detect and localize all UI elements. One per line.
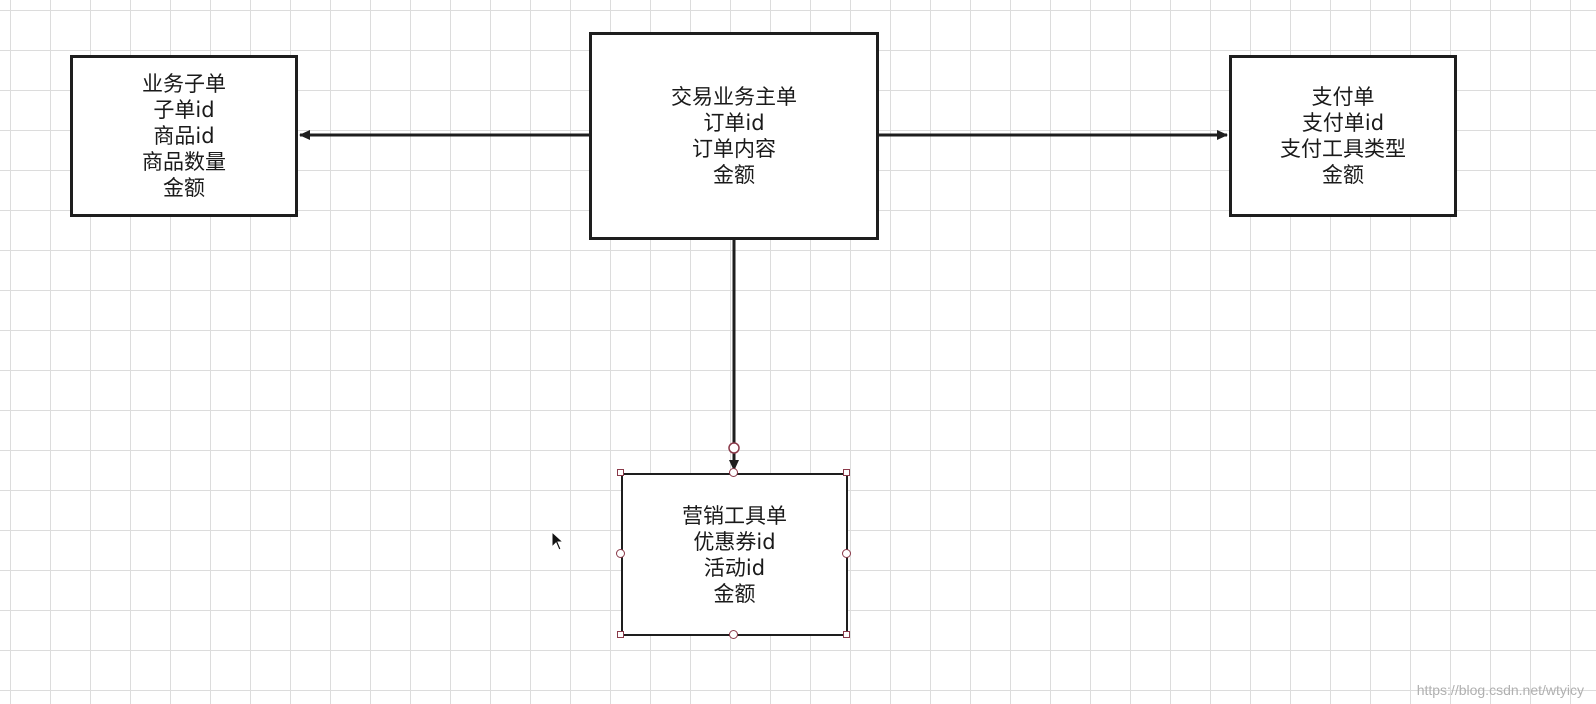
resize-handle-bottom[interactable] bbox=[729, 630, 738, 639]
marketing-order-field: 优惠券id bbox=[693, 529, 776, 554]
marketing-order-node[interactable]: 营销工具单 优惠券id 活动id 金额 bbox=[621, 473, 848, 636]
main-order-field: 订单id bbox=[703, 111, 765, 135]
mouse-pointer-icon bbox=[551, 531, 565, 551]
payment-order-field: 支付单id bbox=[1301, 111, 1385, 135]
resize-handle-top[interactable] bbox=[729, 468, 738, 477]
main-order-field: 订单内容 bbox=[692, 137, 776, 161]
marketing-order-field: 活动id bbox=[703, 555, 766, 580]
main-order-field: 金额 bbox=[713, 163, 755, 187]
payment-order-field: 支付工具类型 bbox=[1280, 137, 1406, 161]
resize-handle-top-left[interactable] bbox=[617, 469, 624, 476]
resize-handle-top-right[interactable] bbox=[843, 469, 850, 476]
sub-order-field: 金额 bbox=[163, 176, 205, 200]
payment-order-node[interactable]: 支付单 支付单id 支付工具类型 金额 bbox=[1229, 55, 1457, 217]
resize-handle-left[interactable] bbox=[616, 549, 625, 558]
sub-order-title: 业务子单 bbox=[142, 72, 226, 96]
watermark-text: https://blog.csdn.net/wtyicy bbox=[1416, 682, 1584, 698]
sub-order-field: 子单id bbox=[153, 98, 215, 122]
marketing-order-field: 金额 bbox=[713, 581, 756, 606]
resize-handle-bottom-right[interactable] bbox=[843, 631, 850, 638]
sub-order-field: 商品id bbox=[153, 124, 215, 148]
resize-handle-right[interactable] bbox=[842, 549, 851, 558]
payment-order-title: 支付单 bbox=[1311, 85, 1375, 109]
marketing-order-title: 营销工具单 bbox=[682, 503, 787, 528]
sub-order-field: 商品数量 bbox=[142, 150, 226, 174]
resize-handle-bottom-left[interactable] bbox=[617, 631, 624, 638]
payment-order-field: 金额 bbox=[1322, 163, 1364, 187]
sub-order-node[interactable]: 业务子单 子单id 商品id 商品数量 金额 bbox=[70, 55, 298, 217]
main-order-title: 交易业务主单 bbox=[671, 85, 797, 109]
main-order-node[interactable]: 交易业务主单 订单id 订单内容 金额 bbox=[589, 32, 879, 240]
edge-endpoint-handle[interactable] bbox=[728, 442, 740, 454]
